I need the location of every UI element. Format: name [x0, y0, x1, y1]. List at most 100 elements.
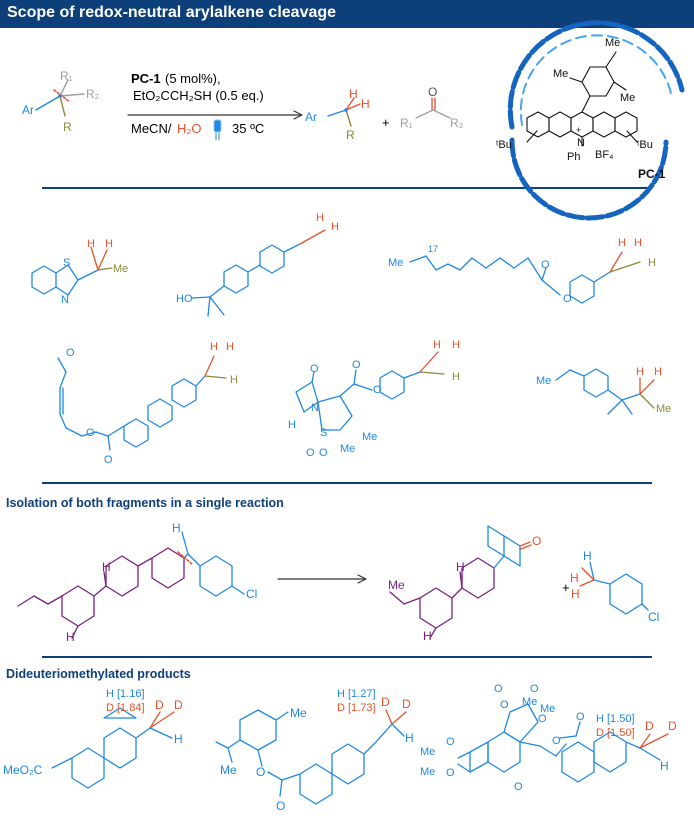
product-fatty-ester: Me 17 O O H H H [388, 237, 656, 305]
me-label: Me [620, 92, 635, 104]
me-label: Me [553, 68, 568, 80]
isolation-ketone-product: Me H H O [388, 525, 541, 643]
h-label: H [634, 237, 642, 249]
h-label: H [66, 630, 75, 644]
chlorine-label: Cl [246, 587, 257, 601]
me-label: Me [388, 578, 405, 592]
tbu-label: ᵗBu [496, 139, 512, 151]
o-label: O [276, 799, 285, 813]
h-label: H [423, 629, 432, 643]
h-label: H [660, 759, 669, 773]
solvent-water: H₂O [177, 121, 202, 136]
d-ratio: D [1.73] [337, 702, 376, 714]
h-label: H [87, 238, 95, 250]
sulfur-label: S [320, 427, 327, 439]
o-label: O [256, 765, 265, 779]
h-label: H [174, 732, 183, 746]
product-arylalkane: Ar H H R [305, 87, 370, 142]
o-label: O [104, 454, 113, 466]
d-label: D [381, 695, 390, 709]
d-ratio: D [1.50] [596, 727, 635, 739]
h-label: H [452, 339, 460, 351]
h-label: H [405, 731, 414, 745]
h-label: H [433, 339, 441, 351]
r2-label: R₂ [450, 116, 464, 130]
title-banner: Scope of redox-neutral arylalkene cleava… [0, 0, 694, 28]
r-label: R [63, 120, 72, 134]
me-label: Me [536, 375, 551, 387]
product-sulbactam: O N H S O O O O Me Me H H H [288, 339, 460, 459]
o-label: O [494, 683, 503, 695]
thiol-reagent: EtO₂CCH₂SH (0.5 eq.) [133, 88, 264, 103]
h-ratio: H [1.50] [596, 713, 635, 725]
r-label: R [346, 128, 355, 142]
h-label: H [570, 571, 579, 585]
h-label: H [618, 237, 626, 249]
o-label: O [310, 363, 319, 375]
catalyst-structure: Me Me Me ᵗBu ᵗBu N + Ph BF₄ PC-1 [496, 20, 685, 221]
o-label: O [306, 447, 315, 459]
blue-led-icon [213, 119, 222, 141]
o-label: O [446, 767, 455, 779]
o-label: O [530, 683, 539, 695]
h-ratio: H [1.27] [337, 688, 376, 700]
isolation-substrate: H H H Cl [17, 521, 257, 644]
plus-sign: + [382, 115, 390, 130]
o-label: O [428, 85, 437, 99]
hydroxyl-label: HO [176, 293, 193, 305]
deuterated-product-3: O O O O Me Me O O Me Me O O O D D H H [1… [420, 683, 677, 793]
h-label: H [316, 212, 324, 224]
o-label: O [500, 699, 509, 711]
deuterated-product-2: Me Me O O D D H H [1.27] D [1.73] [215, 688, 414, 813]
d-label: D [645, 719, 654, 733]
o-label: O [373, 384, 382, 396]
nitrogen-label: N [577, 137, 585, 149]
ester-label: MeO₂C [3, 763, 43, 777]
me-label: Me [656, 403, 671, 415]
me-label: Me [420, 746, 435, 758]
r1-label: R₁ [400, 116, 413, 130]
product-benzothiazole: S N H H Me [31, 238, 128, 306]
me-label: Me [540, 703, 555, 715]
plus-sign: + [562, 580, 570, 595]
h-label: H [583, 549, 592, 563]
o-label: O [514, 781, 523, 793]
section-title-dideuterio: Dideuteriomethylated products [6, 667, 191, 681]
r2-label: R₂ [86, 87, 100, 101]
product-alkyne-ester: O O O H H H [57, 341, 238, 466]
page-title: Scope of redox-neutral arylalkene cleava… [7, 4, 337, 21]
isolation-arrow [277, 574, 367, 584]
h-label: H [349, 87, 358, 101]
h-label: H [456, 560, 465, 574]
o-label: O [541, 259, 550, 271]
me-label: Me [605, 37, 620, 49]
temperature: 35 ºC [232, 121, 264, 136]
o-label: O [538, 713, 547, 725]
me-label: Me [362, 431, 377, 443]
h-label: H [648, 257, 656, 269]
tbu-label: ᵗBu [637, 139, 653, 151]
sulfur-label: S [63, 257, 70, 269]
me-label: Me [113, 263, 128, 275]
o-label: O [576, 711, 585, 723]
o-label: O [352, 359, 361, 371]
d-ratio: D [1.84] [106, 702, 145, 714]
o-label: O [66, 347, 75, 359]
counterion-label: BF₄ [595, 149, 614, 161]
deuterated-product-1: MeO₂C D D H H [1.16] D [1.84] [3, 688, 183, 789]
h-ratio: H [1.16] [106, 688, 145, 700]
me-label: Me [388, 257, 403, 269]
me-label: Me [420, 766, 435, 778]
h-label: H [571, 587, 580, 601]
ar-label: Ar [305, 110, 317, 124]
o-label: O [532, 534, 541, 548]
o-label: O [319, 447, 328, 459]
r1-label: R₁ [60, 69, 73, 83]
d-label: D [174, 698, 183, 712]
h-label: H [361, 97, 370, 111]
h-label: H [288, 419, 296, 431]
h-label: H [210, 341, 218, 353]
nitrogen-label: N [61, 294, 69, 306]
divider [42, 187, 652, 189]
